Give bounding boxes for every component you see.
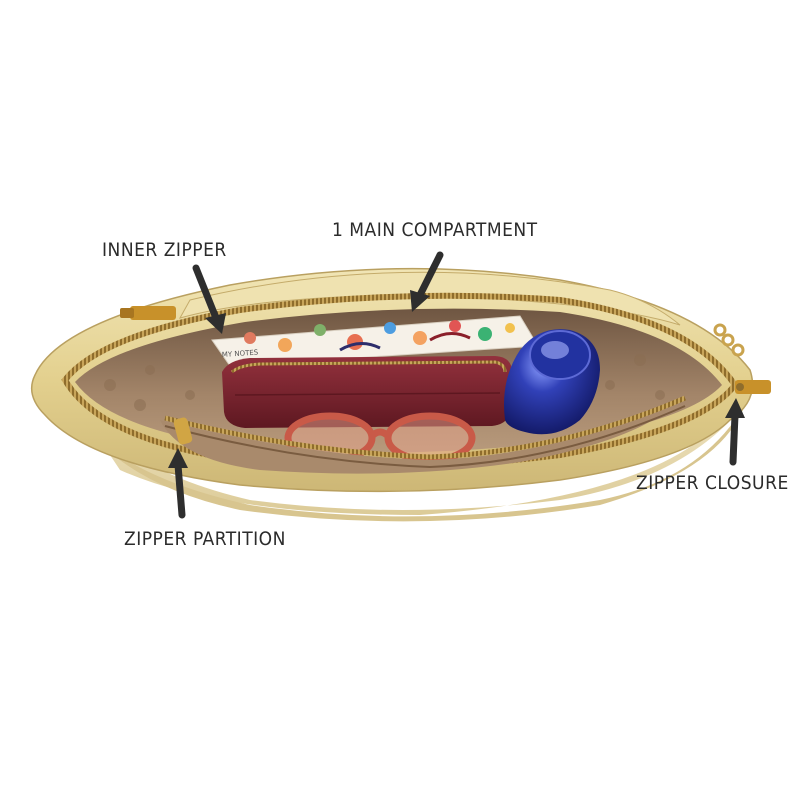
arrow-inner-zipper — [192, 264, 226, 334]
arrow-zipper-closure — [725, 398, 745, 466]
callout-main-compartment: 1 MAIN COMPARTMENT — [332, 219, 538, 241]
notebook-floral-print — [244, 320, 515, 352]
wallet — [222, 356, 512, 428]
arrow-main-compartment — [410, 251, 444, 312]
notebook-title: MY NOTES — [222, 348, 259, 359]
partition-zipper — [164, 395, 686, 460]
callout-zipper-partition: ZIPPER PARTITION — [124, 528, 286, 550]
water-bottle — [504, 329, 600, 435]
chain-strap — [713, 323, 745, 357]
closure-zipper-pull — [735, 380, 771, 394]
outer-zipper-pull-left — [120, 306, 176, 320]
callout-zipper-closure: ZIPPER CLOSURE — [636, 472, 789, 494]
partition-panel — [160, 400, 680, 474]
callout-inner-zipper: INNER ZIPPER — [102, 239, 227, 261]
partition-zipper-pull — [173, 417, 193, 445]
arrow-zipper-partition — [168, 448, 188, 519]
